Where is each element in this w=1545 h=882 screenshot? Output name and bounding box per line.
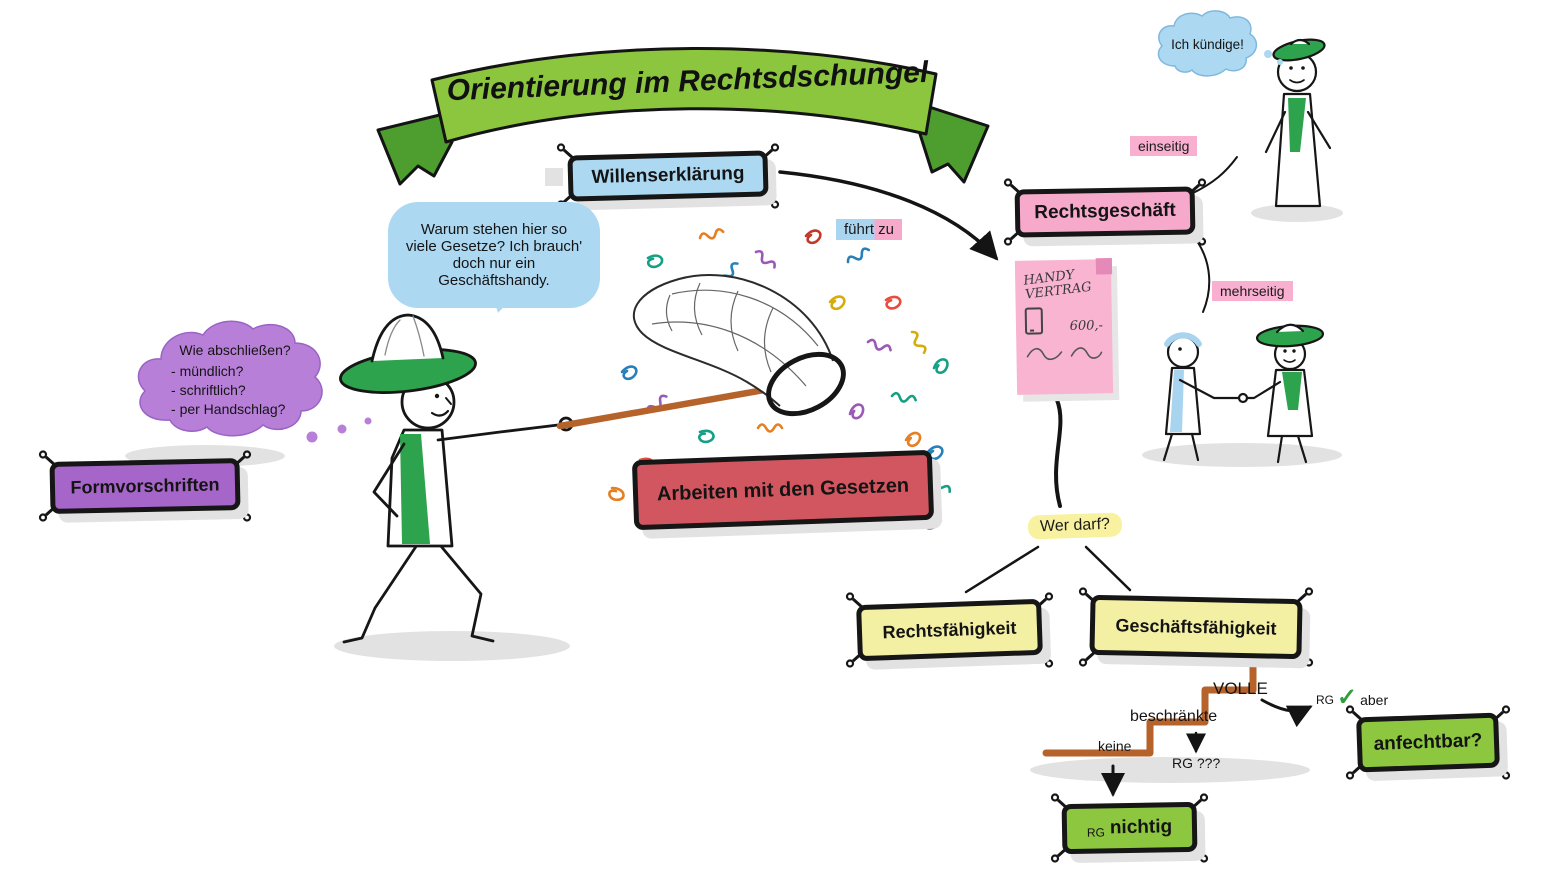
green-hat-icon — [1255, 323, 1325, 348]
check-icon: ✓ — [1337, 684, 1358, 711]
branch-rechtsfaehigkeit — [964, 545, 1040, 594]
butterfly-net-icon — [556, 274, 846, 430]
banner-rg-nichtig: RG nichtig — [1061, 801, 1198, 855]
main-figure — [339, 313, 574, 644]
label-wer-darf: Wer darf? — [1027, 512, 1123, 540]
cloud-question: Wie abschließen? — [179, 342, 291, 358]
document-row: 600,- — [1024, 306, 1104, 335]
thought-trails — [306, 50, 1283, 443]
shadow-blobs — [125, 168, 1343, 783]
green-hat-icon — [339, 313, 477, 394]
cloud-option: schriftlich? — [171, 381, 321, 400]
label-mehrseitig: mehrseitig — [1212, 281, 1293, 301]
banner-rechtsfaehigkeit: Rechtsfähigkeit — [856, 598, 1043, 662]
phone-icon — [1024, 306, 1044, 335]
speech-bubble-warum: Warum stehen hier so viele Gesetze? Ich … — [388, 202, 600, 308]
cloud-text: Wie abschließen? mündlich? schriftlich? … — [149, 341, 321, 419]
rg-label: RG — [1316, 693, 1334, 707]
line-to-wer-darf — [1054, 398, 1063, 508]
single-figure — [1264, 38, 1332, 208]
banner-anfechtbar-label: anfechtbar? — [1373, 729, 1483, 755]
line-mehrseitig — [1196, 240, 1211, 313]
label-einseitig: einseitig — [1130, 136, 1198, 156]
cloud-text-kuendige: Ich kündige! — [1171, 36, 1244, 52]
arrow-willenserklaerung-to-rechtsgeschaeft — [778, 170, 999, 261]
banner-willenserklaerung: Willenserklärung — [567, 150, 769, 202]
stairs — [1042, 651, 1257, 757]
branch-geschaeftsfaehigkeit — [1084, 545, 1132, 592]
cloud-option: per Handschlag? — [171, 400, 321, 419]
banner-rechtsgeschaeft: Rechtsgeschäft — [1014, 186, 1196, 238]
signature-icon — [1026, 346, 1103, 360]
thought-cloud-ich-kuendige: Ich kündige! — [1150, 8, 1265, 80]
handshake-figures — [1162, 323, 1325, 464]
banner-anfechtbar: anfechtbar? — [1356, 712, 1500, 773]
document-price: 600,- — [1069, 317, 1104, 334]
rg-prefix: RG — [1086, 825, 1106, 840]
banner-rechtsgeschaeft-label: Rechtsgeschäft — [1034, 199, 1176, 224]
banner-arbeiten-mit-den-gesetzen: Arbeiten mit den Gesetzen — [631, 449, 935, 531]
arrow-volle-to-rg-aber — [1260, 698, 1313, 728]
thought-cloud-wie-abschliessen: Wie abschließen? mündlich? schriftlich? … — [125, 315, 335, 445]
banner-geschaeftsfaehigkeit-label: Geschäftsfähigkeit — [1115, 614, 1277, 639]
label-keine: keine — [1098, 738, 1132, 754]
line-einseitig — [1190, 156, 1238, 195]
title-ribbon — [376, 46, 990, 186]
label-fuehrt-zu: führt zu — [836, 219, 903, 240]
cloud-option: mündlich? — [171, 362, 321, 381]
label-rg-check-aber: RG ✓ aber — [1316, 686, 1389, 710]
banner-arbeiten-label: Arbeiten mit den Gesetzen — [656, 474, 910, 505]
banner-rechtsfaehigkeit-label: Rechtsfähigkeit — [882, 617, 1017, 642]
banner-formvorschriften: Formvorschriften — [49, 458, 241, 514]
banner-nichtig-label: nichtig — [1109, 816, 1173, 839]
label-volle: VOLLE — [1213, 679, 1268, 698]
label-rg-fragezeichen: RG ??? — [1172, 755, 1221, 771]
banner-willenserklaerung-label: Willenserklärung — [591, 163, 745, 188]
green-hat-icon — [1272, 38, 1326, 62]
aber-label: aber — [1360, 692, 1389, 708]
cloud-options: mündlich? schriftlich? per Handschlag? — [171, 362, 321, 419]
label-beschraenkte: beschränkte — [1130, 708, 1218, 725]
banner-formvorschriften-label: Formvorschriften — [70, 473, 220, 498]
connector-arrows — [778, 156, 1313, 797]
speech-bubble-warum-text: Warum stehen hier so viele Gesetze? Ich … — [405, 221, 583, 289]
document-title: HANDY VERTRAG — [1023, 265, 1104, 303]
banner-geschaeftsfaehigkeit: Geschäftsfähigkeit — [1089, 594, 1303, 660]
document-handyvertrag: HANDY VERTRAG 600,- — [1014, 259, 1114, 395]
cloud-shape — [1157, 10, 1258, 77]
